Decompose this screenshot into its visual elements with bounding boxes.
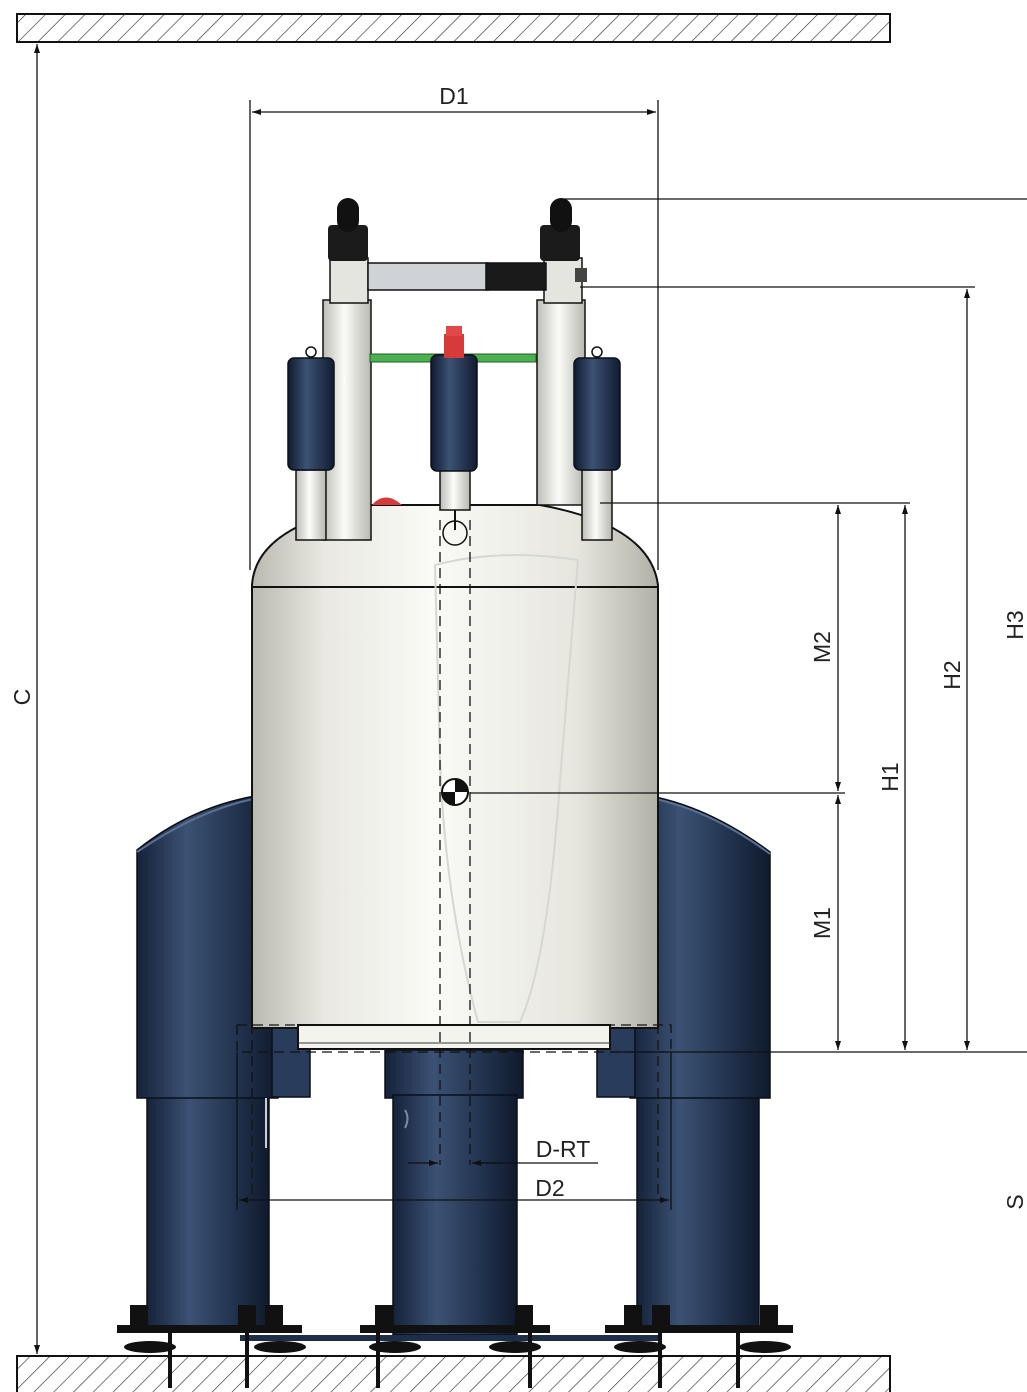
label-h1: H1 [877, 762, 903, 791]
label-m2: M2 [809, 631, 835, 663]
label-d1: D1 [439, 83, 468, 109]
dimension-labels: D1 D2 D-RT C M2 M1 H1 H2 H3 S [9, 83, 1027, 1210]
label-d2: D2 [535, 1175, 564, 1201]
feet [117, 1305, 793, 1388]
port-cans [287, 326, 621, 541]
magnet-assembly [117, 198, 793, 1388]
center-support-leg [384, 1049, 524, 1336]
magnetic-center-symbol [441, 778, 469, 806]
label-d-rt: D-RT [536, 1136, 591, 1162]
ceiling [16, 13, 891, 43]
label-c: C [9, 689, 35, 706]
label-h2: H2 [939, 660, 965, 689]
magnet-cryostat-body [251, 497, 659, 1050]
label-h3: H3 [1002, 610, 1027, 639]
label-s: S [1002, 1194, 1027, 1209]
dimension-lines [34, 44, 1027, 1354]
floor [16, 1355, 891, 1392]
label-m1: M1 [809, 907, 835, 939]
bore-hidden-lines [236, 510, 672, 1200]
